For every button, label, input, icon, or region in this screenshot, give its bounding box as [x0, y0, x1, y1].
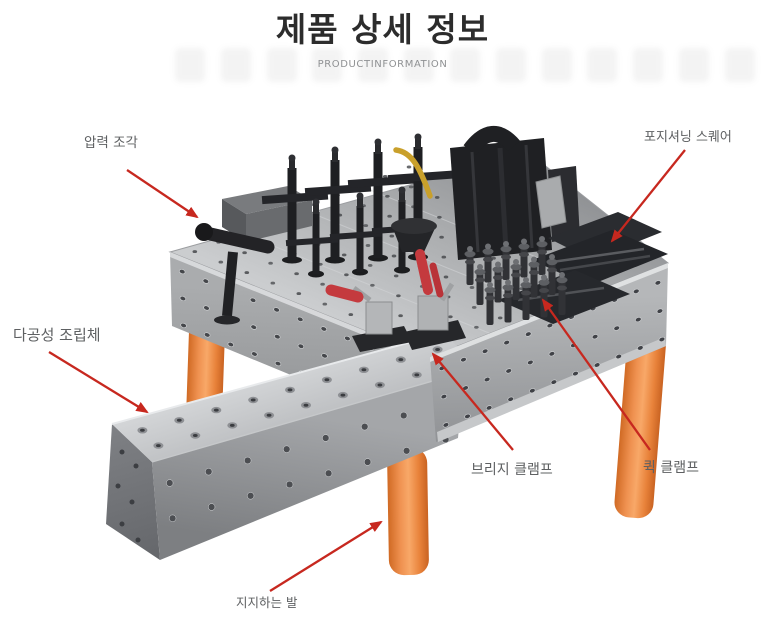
arrow-positioning-square — [610, 149, 686, 243]
fixtures — [195, 126, 668, 352]
beam-end-face — [106, 424, 160, 560]
table-legs — [186, 319, 666, 576]
funnel-fixture — [391, 218, 437, 252]
table-right-face — [430, 263, 668, 442]
page-title: 제품 상세 정보 — [275, 10, 490, 49]
arrow-pressure-piece — [126, 169, 199, 219]
label-pressure-piece: 압력 조각 — [84, 135, 138, 151]
label-porous-assembly: 다공성 조립체 — [13, 326, 101, 344]
quick-clamp-cluster — [464, 236, 568, 325]
leaning-plate — [535, 175, 567, 229]
red-clamp-handle — [429, 262, 444, 298]
arrow-bridge-clamp — [431, 352, 514, 451]
annotation-arrows — [48, 149, 686, 592]
beam-front-face — [152, 372, 464, 560]
yellow-hose — [393, 147, 433, 199]
page-subtitle: PRODUCTINFORMATION — [317, 59, 448, 70]
ghost-watermark — [175, 44, 755, 86]
beam-top-face — [112, 333, 478, 462]
red-clamp-handle — [325, 284, 364, 303]
red-clamp-handle — [415, 249, 433, 295]
porous-assembly-beam — [106, 332, 478, 560]
leg-front-center — [387, 447, 429, 576]
label-positioning-square: 포지셔닝 스퀘어 — [644, 130, 732, 145]
arrow-porous-assembly — [48, 351, 149, 414]
leg-front-right — [614, 329, 666, 519]
label-support-feet: 지지하는 발 — [236, 595, 298, 610]
bridge-toggle-clamps — [325, 249, 466, 352]
arrow-support-feet — [269, 520, 383, 592]
right-face-hole-rows — [438, 280, 666, 428]
label-quick-clamp: 퀵 클램프 — [643, 460, 699, 476]
pressure-piece-fixture — [195, 223, 275, 325]
label-bridge-clamp: 브리지 클램프 — [471, 462, 553, 478]
arrow-quick-clamp — [541, 298, 651, 451]
